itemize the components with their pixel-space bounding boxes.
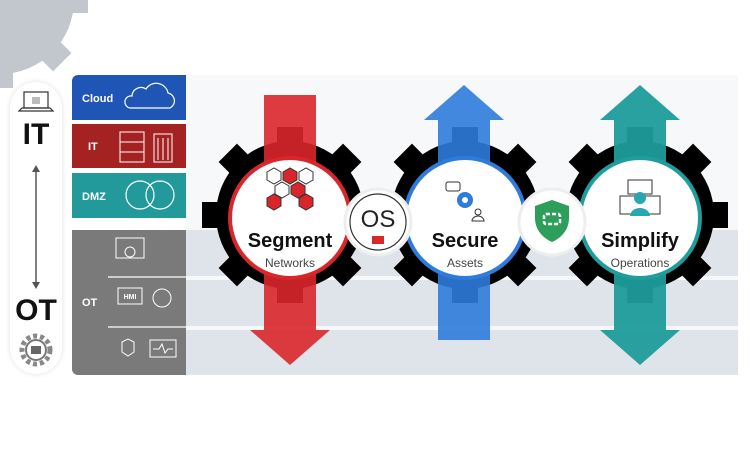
pillar-title: Simplify <box>601 230 679 252</box>
zone-label: IT <box>88 141 98 153</box>
zone-label: DMZ <box>82 191 106 203</box>
servers-building-icon <box>119 131 173 163</box>
it-label: IT <box>22 118 50 151</box>
os-label: OS <box>361 206 396 233</box>
zone-ot: OT HMI <box>72 230 186 375</box>
ot-label: OT <box>15 294 57 327</box>
zone-label: Cloud <box>82 93 114 105</box>
fortinet-logo-icon <box>372 236 384 244</box>
ot-device-icons: HMI <box>108 237 186 358</box>
pillar-title: Secure <box>431 230 499 252</box>
pillar-title: Segment <box>247 230 333 252</box>
pillar-subtitle: Operations <box>610 256 670 270</box>
cloud-icon <box>124 82 176 109</box>
zone-dmz: DMZ <box>72 173 186 218</box>
zone-it: IT <box>72 124 186 168</box>
gear-icon <box>0 0 88 88</box>
gear-chip-icon <box>19 333 53 367</box>
valve-icon <box>152 288 172 308</box>
it-ot-scale: IT OT <box>10 82 62 374</box>
operator-dashboard-icon <box>619 179 661 216</box>
touch-shield-icon <box>121 338 135 357</box>
operator-icon <box>115 237 145 259</box>
zone-cloud: Cloud <box>72 75 186 120</box>
pillar-subtitle: Networks <box>264 256 315 270</box>
pillar-subtitle: Assets <box>446 256 483 270</box>
overlap-circles-icon <box>125 180 175 210</box>
zone-label: OT <box>82 297 98 309</box>
hmi-label: HMI <box>124 294 137 301</box>
hmi-icon <box>117 287 143 305</box>
laptop-lock-icon <box>17 91 55 367</box>
hexagon-network-icon <box>266 167 314 211</box>
monitor-pulse-icon <box>149 339 177 358</box>
shield-icon <box>535 200 569 242</box>
gear-user-icon <box>445 181 485 222</box>
